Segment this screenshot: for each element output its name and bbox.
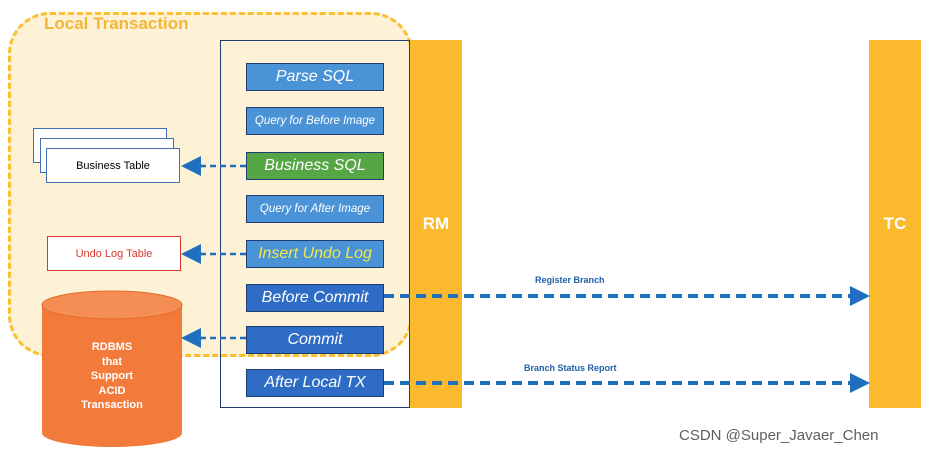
business-table-label: Business Table bbox=[76, 159, 150, 172]
step-business-sql: Business SQL bbox=[246, 152, 384, 180]
rm-label: RM bbox=[422, 214, 450, 233]
branch-status-report-label: Branch Status Report bbox=[524, 363, 617, 373]
tc-bar: TC bbox=[869, 40, 921, 408]
rm-bar: RM bbox=[410, 40, 462, 408]
tc-label: TC bbox=[883, 214, 907, 233]
register-branch-label: Register Branch bbox=[535, 275, 605, 285]
undo-log-table: Undo Log Table bbox=[47, 236, 181, 271]
undo-log-table-label: Undo Log Table bbox=[75, 247, 153, 260]
step-parse-sql: Parse SQL bbox=[246, 63, 384, 91]
step-query-before-image: Query for Before Image bbox=[246, 107, 384, 135]
step-before-commit: Before Commit bbox=[246, 284, 384, 312]
step-query-after-image: Query for After Image bbox=[246, 195, 384, 223]
steps-panel bbox=[220, 40, 410, 408]
database-cylinder bbox=[41, 290, 183, 447]
step-commit: Commit bbox=[246, 326, 384, 354]
business-table: Business Table bbox=[46, 148, 180, 183]
step-after-local-tx: After Local TX bbox=[246, 369, 384, 397]
step-insert-undo-log: Insert Undo Log bbox=[246, 240, 384, 268]
local-transaction-title: Local Transaction bbox=[44, 14, 189, 33]
database-label: RDBMS that Support ACID Transaction bbox=[81, 341, 143, 411]
watermark: CSDN @Super_Javaer_Chen bbox=[679, 427, 879, 444]
